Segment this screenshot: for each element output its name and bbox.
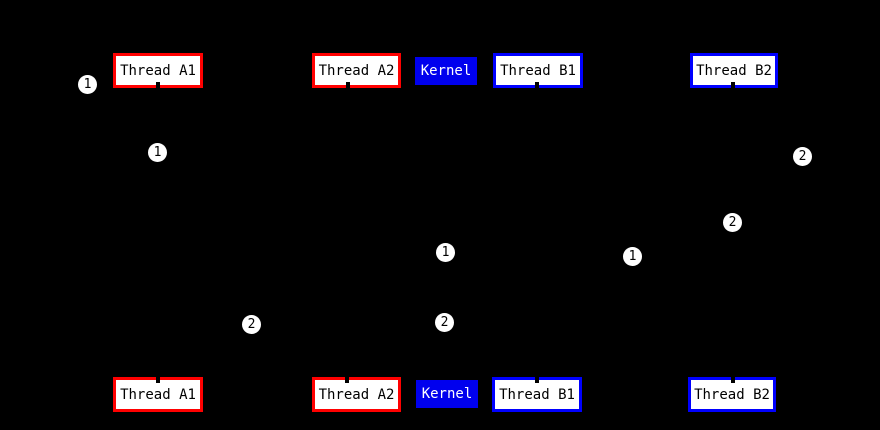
thread-b2-label-bottom: Thread B2 [694,386,770,403]
thread-a1-label-top: Thread A1 [120,62,196,79]
thread-a1-box-bottom: Thread A1 [113,377,203,412]
step-marker-label: 1 [628,249,637,264]
step-marker-3: 2 [793,147,812,166]
thread-a2-label-top: Thread A2 [318,62,395,79]
step-marker-label: 2 [798,149,807,164]
kernel-label-bottom: Kernel [421,386,473,402]
step-marker-2: 1 [148,143,167,162]
thread-b1-box-top: Thread B1 [493,53,583,88]
step-marker-4: 2 [723,213,742,232]
thread-a1-label-bottom: Thread A1 [120,386,196,403]
thread-a2-box-top: Thread A2 [312,53,401,88]
step-marker-7: 2 [242,315,261,334]
lifeline-notch [346,82,350,88]
thread-a2-box-bottom: Thread A2 [312,377,401,412]
thread-b2-label-top: Thread B2 [696,62,772,79]
kernel-box-bottom: Kernel [416,380,478,408]
thread-b2-box-top: Thread B2 [690,53,778,88]
step-marker-5: 1 [436,243,455,262]
thread-b1-label-top: Thread B1 [500,62,576,79]
step-marker-1: 1 [78,75,97,94]
kernel-label-top: Kernel [420,63,472,79]
lifeline-notch [731,377,735,383]
step-marker-label: 1 [441,245,450,260]
step-marker-label: 1 [153,145,162,160]
lifeline-notch [156,82,160,88]
step-marker-6: 1 [623,247,642,266]
thread-b1-box-bottom: Thread B1 [492,377,582,412]
step-marker-8: 2 [435,313,454,332]
thread-a1-box-top: Thread A1 [113,53,203,88]
thread-b1-label-bottom: Thread B1 [499,386,575,403]
lifeline-notch [731,82,735,88]
step-marker-label: 2 [728,215,737,230]
lifeline-notch [535,377,539,383]
thread-a2-label-bottom: Thread A2 [318,386,395,403]
kernel-box-top: Kernel [415,57,477,85]
lifeline-notch [156,377,160,383]
step-marker-label: 2 [440,315,449,330]
step-marker-label: 1 [83,77,92,92]
thread-b2-box-bottom: Thread B2 [688,377,776,412]
lifeline-notch [535,82,539,88]
step-marker-label: 2 [247,317,256,332]
lifeline-notch [345,377,349,383]
